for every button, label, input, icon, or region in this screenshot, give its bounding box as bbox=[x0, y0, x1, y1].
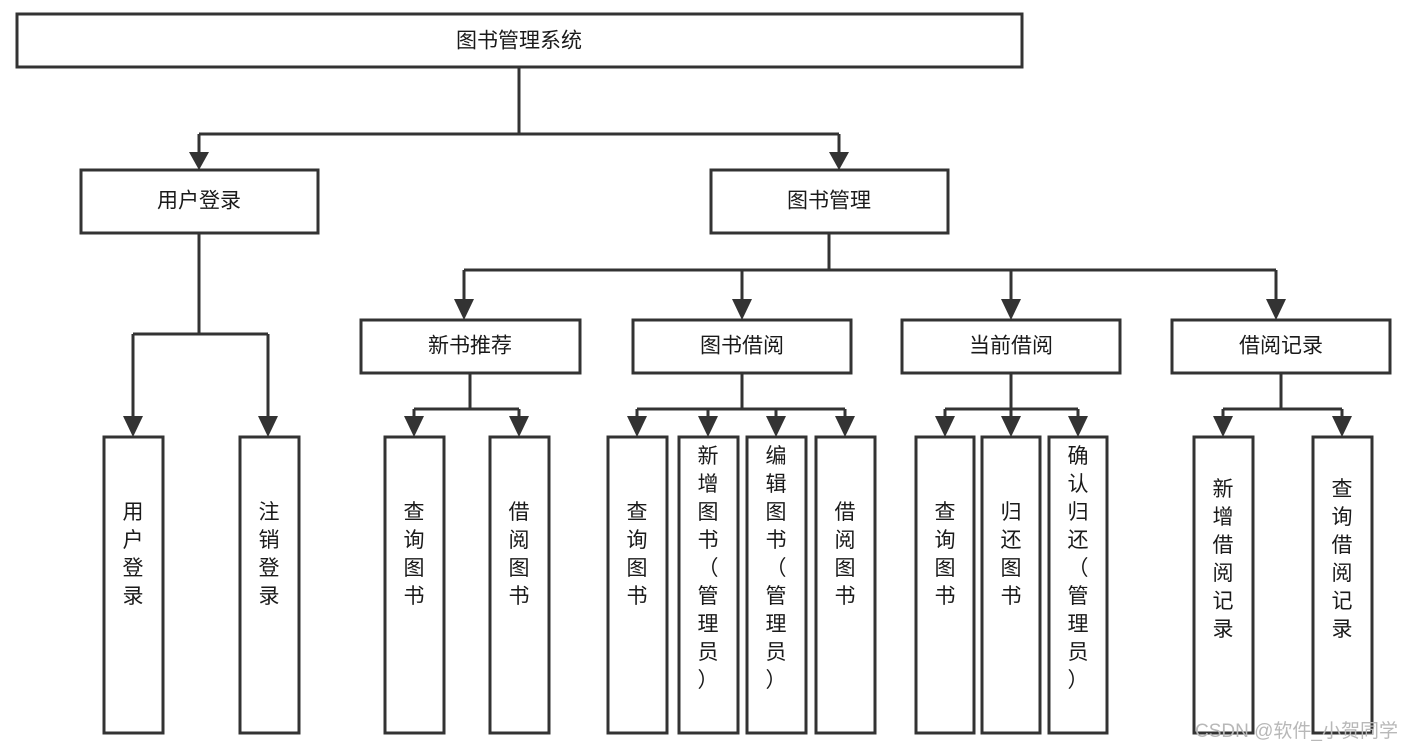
node-leaf-add-record-label: 新增借阅记录 bbox=[1213, 478, 1234, 641]
node-leaf-query-book-3-box[interactable] bbox=[914, 435, 976, 735]
node-leaf-borrow-book-1[interactable]: 借阅图书 bbox=[488, 435, 551, 735]
node-current-borrow-label: 当前借阅 bbox=[969, 335, 1053, 358]
node-user-login-box[interactable] bbox=[79, 168, 320, 235]
node-new-book-recommend-box[interactable] bbox=[359, 318, 582, 375]
node-leaf-user-logout[interactable]: 注销登录 bbox=[238, 435, 301, 735]
arrow-head-leaf-user-logout bbox=[258, 416, 278, 437]
connector-bookborrow-to-leaves bbox=[635, 373, 847, 420]
node-leaf-user-login[interactable]: 用户登录 bbox=[102, 435, 165, 735]
node-root-label: 图书管理系统 bbox=[456, 30, 582, 53]
arrow-head-leaf-return-book bbox=[1001, 416, 1021, 437]
node-leaf-return-book-box[interactable] bbox=[980, 435, 1042, 735]
connector-currentborrow-to-leaves bbox=[943, 373, 1080, 420]
node-user-login-label: 用户登录 bbox=[157, 190, 241, 213]
node-borrow-record[interactable]: 借阅记录 bbox=[1170, 318, 1392, 375]
node-leaf-confirm-return-label: 确认归还（管理员） bbox=[1068, 445, 1089, 692]
arrow-head-current-borrow bbox=[1001, 299, 1021, 320]
node-borrow-record-label: 借阅记录 bbox=[1239, 335, 1323, 358]
node-leaf-query-book-1-box[interactable] bbox=[383, 435, 446, 735]
connector-borrowrecord-to-leaves bbox=[1221, 373, 1344, 420]
node-leaf-borrow-book-2-box[interactable] bbox=[814, 435, 877, 735]
connector-bookmanage-to-level3 bbox=[462, 233, 1278, 303]
arrow-head-leaf-add-record bbox=[1213, 416, 1233, 437]
arrow-head-book-borrow bbox=[732, 299, 752, 320]
arrow-head-leaf-query-book-3 bbox=[935, 416, 955, 437]
node-leaf-query-book-2[interactable]: 查询图书 bbox=[606, 435, 669, 735]
node-leaf-query-record[interactable]: 查询借阅记录 bbox=[1311, 435, 1374, 735]
node-leaf-add-book-box[interactable] bbox=[677, 435, 740, 735]
arrow-head-leaf-user-login bbox=[123, 416, 143, 437]
node-leaf-query-book-1[interactable]: 查询图书 bbox=[383, 435, 446, 735]
node-leaf-query-book-1-label: 查询图书 bbox=[404, 501, 425, 608]
node-leaf-borrow-book-1-label: 借阅图书 bbox=[509, 501, 530, 608]
node-book-manage-box[interactable] bbox=[709, 168, 950, 235]
node-leaf-query-book-2-box[interactable] bbox=[606, 435, 669, 735]
node-leaf-edit-book-label: 编辑图书（管理员） bbox=[766, 445, 787, 692]
node-leaf-add-record-box[interactable] bbox=[1192, 435, 1255, 735]
node-leaf-user-login-label: 用户登录 bbox=[123, 501, 144, 608]
node-leaf-query-record-label: 查询借阅记录 bbox=[1332, 478, 1353, 641]
arrow-head-leaf-borrow-book-1 bbox=[509, 416, 529, 437]
node-book-manage-label: 图书管理 bbox=[787, 190, 871, 213]
node-leaf-query-book-2-label: 查询图书 bbox=[627, 501, 648, 608]
node-leaf-add-book-label: 新增图书（管理员） bbox=[698, 445, 719, 692]
arrow-head-borrow-record bbox=[1266, 299, 1286, 320]
node-root[interactable]: 图书管理系统 bbox=[15, 12, 1024, 69]
node-leaf-user-logout-box[interactable] bbox=[238, 435, 301, 735]
node-leaf-add-book[interactable]: 新增图书（管理员） bbox=[677, 435, 740, 735]
arrow-head-leaf-query-book-1 bbox=[404, 416, 424, 437]
arrow-head-leaf-confirm-return bbox=[1068, 416, 1088, 437]
node-leaf-edit-book[interactable]: 编辑图书（管理员） bbox=[745, 435, 808, 735]
arrow-head-user-login bbox=[189, 152, 209, 170]
arrow-head-leaf-edit-book bbox=[766, 416, 786, 437]
node-leaf-confirm-return-box[interactable] bbox=[1047, 435, 1109, 735]
node-leaf-add-record[interactable]: 新增借阅记录 bbox=[1192, 435, 1255, 735]
connector-newbook-to-leaves bbox=[412, 373, 521, 420]
node-leaf-confirm-return[interactable]: 确认归还（管理员） bbox=[1047, 435, 1109, 735]
node-leaf-query-book-3-label: 查询图书 bbox=[935, 501, 956, 608]
csdn-watermark: CSDN @软件_小贺同学 bbox=[1195, 720, 1398, 742]
node-new-book-recommend-label: 新书推荐 bbox=[428, 335, 512, 358]
arrow-head-leaf-add-book bbox=[698, 416, 718, 437]
arrow-head-new-book-recommend bbox=[454, 299, 474, 320]
node-current-borrow[interactable]: 当前借阅 bbox=[900, 318, 1122, 375]
arrow-head-leaf-borrow-book-2 bbox=[835, 416, 855, 437]
node-leaf-borrow-book-2[interactable]: 借阅图书 bbox=[814, 435, 877, 735]
connector-root-to-level2 bbox=[197, 67, 841, 156]
node-leaf-borrow-book-2-label: 借阅图书 bbox=[835, 501, 856, 608]
node-new-book-recommend[interactable]: 新书推荐 bbox=[359, 318, 582, 375]
node-leaf-borrow-book-1-box[interactable] bbox=[488, 435, 551, 735]
node-borrow-record-box[interactable] bbox=[1170, 318, 1392, 375]
node-book-borrow-label: 图书借阅 bbox=[700, 335, 784, 358]
node-leaf-query-record-box[interactable] bbox=[1311, 435, 1374, 735]
node-root-box[interactable] bbox=[15, 12, 1024, 69]
connector-group bbox=[123, 67, 1352, 437]
connector-userlogin-to-leaves bbox=[131, 233, 270, 420]
arrow-head-leaf-query-record bbox=[1332, 416, 1352, 437]
node-book-manage[interactable]: 图书管理 bbox=[709, 168, 950, 235]
node-leaf-edit-book-box[interactable] bbox=[745, 435, 808, 735]
node-user-login[interactable]: 用户登录 bbox=[79, 168, 320, 235]
node-leaf-return-book[interactable]: 归还图书 bbox=[980, 435, 1042, 735]
node-book-borrow-box[interactable] bbox=[631, 318, 853, 375]
node-current-borrow-box[interactable] bbox=[900, 318, 1122, 375]
node-leaf-return-book-label: 归还图书 bbox=[1001, 501, 1022, 608]
arrow-head-book-manage bbox=[829, 152, 849, 170]
node-leaf-query-book-3[interactable]: 查询图书 bbox=[914, 435, 976, 735]
node-leaf-user-login-box[interactable] bbox=[102, 435, 165, 735]
arrow-head-leaf-query-book-2 bbox=[627, 416, 647, 437]
node-book-borrow[interactable]: 图书借阅 bbox=[631, 318, 853, 375]
node-leaf-user-logout-label: 注销登录 bbox=[259, 501, 280, 608]
